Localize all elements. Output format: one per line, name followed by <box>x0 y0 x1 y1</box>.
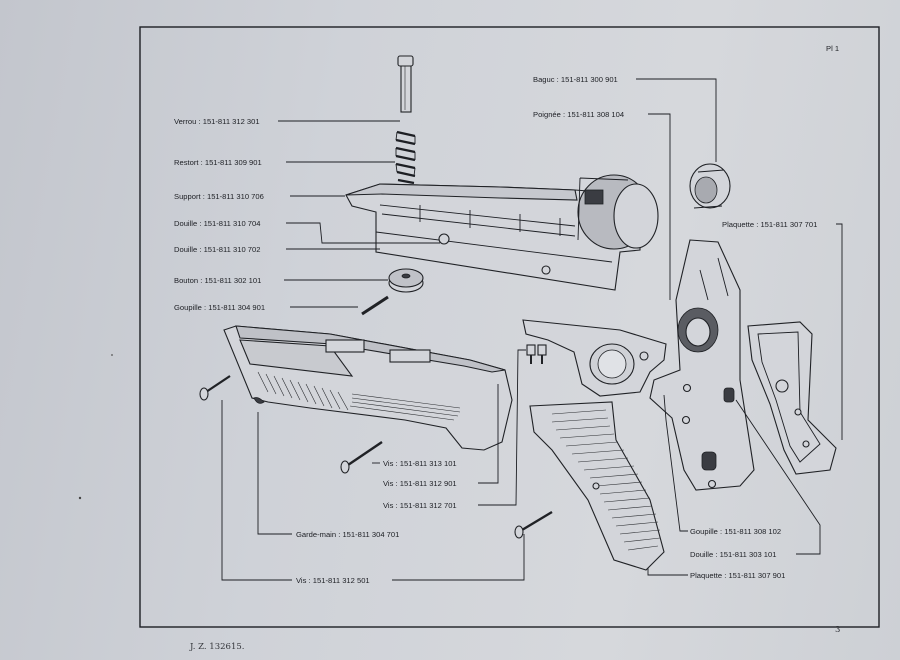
svg-text:Restort : 151-811 309 901: Restort : 151-811 309 901 <box>174 158 262 167</box>
print-code: J. Z. 132615. <box>189 642 244 652</box>
part-name: Goupille <box>690 527 718 536</box>
support-part <box>345 174 659 291</box>
part-name: Douille <box>174 219 197 228</box>
part-name: Vis <box>383 479 394 488</box>
part-name: Vis <box>296 576 307 585</box>
part-code: 151-811 312 701 <box>400 501 457 510</box>
part-code: 151-811 308 104 <box>567 110 624 119</box>
label-douille-303: Douille : 151-811 303 101 <box>690 550 776 559</box>
svg-text:Vis : 151-811 312 901: Vis : 151-811 312 901 <box>383 479 457 488</box>
vis-701-part <box>526 344 547 364</box>
bague-part <box>689 163 731 209</box>
svg-text:Plaquette : 151-811 307 701: Plaquette : 151-811 307 701 <box>722 220 817 229</box>
ressort-part <box>395 130 416 185</box>
part-code: 151-811 309 901 <box>205 158 262 167</box>
svg-text:Vis : 151-811 312 501: Vis : 151-811 312 501 <box>296 576 370 585</box>
part-name: Support <box>174 192 201 201</box>
label-bague: Baguc : 151-811 300 901 <box>533 75 618 84</box>
part-name: Douille <box>174 245 197 254</box>
label-verrou: Verrou : 151-811 312 301 <box>174 117 260 126</box>
part-code: 151-811 300 901 <box>561 75 618 84</box>
part-code: 151-811 304 701 <box>342 530 399 539</box>
vis-901-part <box>514 510 553 539</box>
part-code: 151-811 304 901 <box>208 303 265 312</box>
verrou-part <box>397 55 414 113</box>
part-name: Goupille <box>174 303 202 312</box>
part-name: Bouton <box>174 276 198 285</box>
part-name: Restort <box>174 158 199 167</box>
part-name: Vis <box>383 501 394 510</box>
part-code: 151-811 313 101 <box>400 459 457 468</box>
part-name: Poignée <box>533 110 561 119</box>
label-poignee: Poignée : 151-811 308 104 <box>533 110 624 119</box>
vis-101-part <box>340 441 383 474</box>
label-garde-main: Garde-main : 151-811 304 701 <box>296 530 399 539</box>
part-name: Garde-main <box>296 530 336 539</box>
goupille-part <box>361 295 389 316</box>
svg-text:Poignée : 151-811 308 104: Poignée : 151-811 308 104 <box>533 110 624 119</box>
page-number: 3 <box>835 625 840 635</box>
trigger-frame-part <box>522 319 667 397</box>
svg-text:Verrou : 151-811 312 301: Verrou : 151-811 312 301 <box>174 117 260 126</box>
svg-text:Douille : 151-811 310 702: Douille : 151-811 310 702 <box>174 245 260 254</box>
part-name: Verrou <box>174 117 196 126</box>
part-name: Vis <box>383 459 394 468</box>
plate-reference: Pl 1 <box>826 44 839 53</box>
svg-text:Goupille : 151-811 304 901: Goupille : 151-811 304 901 <box>174 303 265 312</box>
plaquette-901-part <box>529 401 665 571</box>
label-plaquette-901: Plaquette : 151-811 307 901 <box>690 571 785 580</box>
label-vis-313: Vis : 151-811 313 101 <box>383 459 457 468</box>
part-name: Plaquette <box>690 571 722 580</box>
label-support: Support : 151-811 310 706 <box>174 192 264 201</box>
label-restort: Restort : 151-811 309 901 <box>174 158 262 167</box>
part-code: 151-811 312 301 <box>203 117 260 126</box>
part-code: 151-811 308 102 <box>724 527 781 536</box>
part-code: 151-811 307 901 <box>728 571 785 580</box>
label-plaquette-701: Plaquette : 151-811 307 701 <box>722 220 817 229</box>
part-code: 151-811 310 706 <box>207 192 264 201</box>
svg-text:Douille : 151-811 310 704: Douille : 151-811 310 704 <box>174 219 260 228</box>
vis-501-part <box>199 375 231 401</box>
part-code: 151-811 302 101 <box>204 276 261 285</box>
svg-text:Goupille : 151-811 308 102: Goupille : 151-811 308 102 <box>690 527 781 536</box>
svg-text:Plaquette : 151-811 307 901: Plaquette : 151-811 307 901 <box>690 571 785 580</box>
part-code: 151-811 312 901 <box>400 479 457 488</box>
part-name: Baguc <box>533 75 555 84</box>
label-vis-312-701: Vis : 151-811 312 701 <box>383 501 457 510</box>
svg-text:Garde-main : 151-811 304 701: Garde-main : 151-811 304 701 <box>296 530 399 539</box>
label-vis-312-501: Vis : 151-811 312 501 <box>296 576 370 585</box>
plaquette-701-part <box>747 321 837 475</box>
svg-text:Douille : 151-811 303 101: Douille : 151-811 303 101 <box>690 550 776 559</box>
svg-text:Vis : 151-811 313 101: Vis : 151-811 313 101 <box>383 459 457 468</box>
label-goupille-304: Goupille : 151-811 304 901 <box>174 303 265 312</box>
part-name: Douille <box>690 550 713 559</box>
bouton-part <box>388 268 424 293</box>
label-goupille-308: Goupille : 151-811 308 102 <box>690 527 781 536</box>
svg-text:Support : 151-811 310 706: Support : 151-811 310 706 <box>174 192 264 201</box>
svg-text:Baguc : 151-811 300 901: Baguc : 151-811 300 901 <box>533 75 618 84</box>
garde-main-part <box>223 325 513 451</box>
plate-frame <box>139 26 880 628</box>
label-douille-704: Douille : 151-811 310 704 <box>174 219 260 228</box>
label-bouton: Bouton : 151-811 302 101 <box>174 276 261 285</box>
label-douille-702: Douille : 151-811 310 702 <box>174 245 260 254</box>
part-code: 151-811 310 702 <box>204 245 261 254</box>
part-name: Plaquette <box>722 220 754 229</box>
svg-text:Bouton : 151-811 302 101: Bouton : 151-811 302 101 <box>174 276 261 285</box>
svg-text:Vis : 151-811 312 701: Vis : 151-811 312 701 <box>383 501 457 510</box>
label-vis-312-901: Vis : 151-811 312 901 <box>383 479 457 488</box>
part-code: 151-811 310 704 <box>204 219 261 228</box>
part-code: 151-811 312 501 <box>313 576 370 585</box>
part-code: 151-811 303 101 <box>720 550 777 559</box>
part-code: 151-811 307 701 <box>760 220 817 229</box>
poignee-part <box>649 239 755 491</box>
